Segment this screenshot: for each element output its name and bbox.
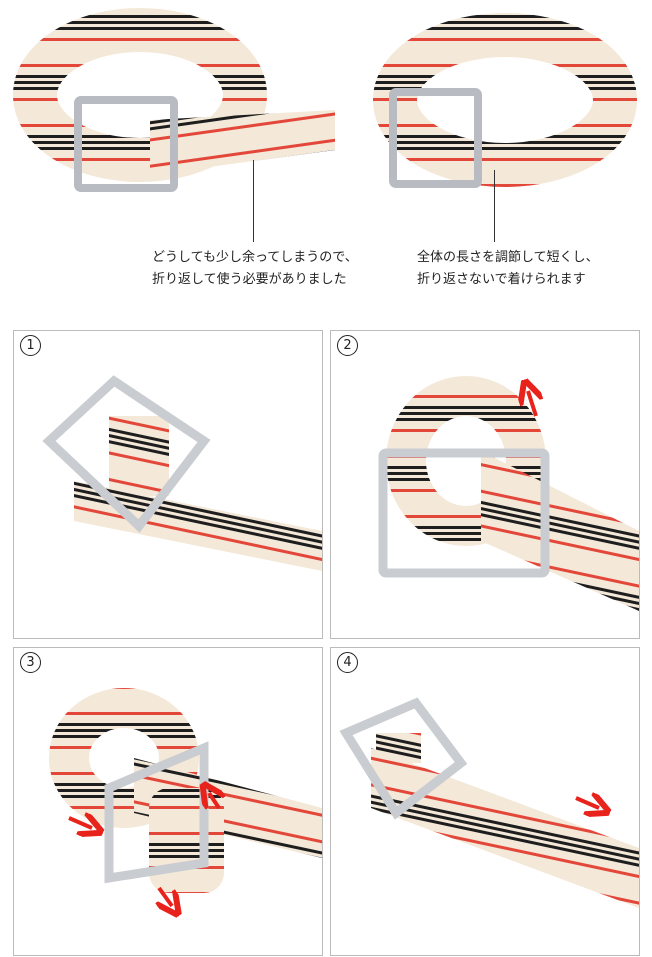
caption-line: 折り返さないで着けられます bbox=[417, 272, 586, 287]
step-number: 4 bbox=[337, 652, 358, 673]
step-panel-4: 4 bbox=[330, 647, 640, 956]
caption-line: 全体の長さを調節して短くし、 bbox=[417, 250, 599, 265]
leader-line-left bbox=[253, 160, 254, 242]
step-number: 1 bbox=[20, 335, 41, 356]
caption-line: どうしても少し余ってしまうので、 bbox=[152, 250, 358, 265]
step-number: 2 bbox=[337, 335, 358, 356]
arrow-icon bbox=[575, 798, 599, 808]
caption-line: 折り返して使う必要がありました bbox=[152, 272, 347, 287]
step-panel-3: 3 bbox=[13, 647, 323, 956]
arrow-icon bbox=[209, 793, 219, 808]
step-3-illustration bbox=[49, 688, 322, 955]
arrow-icon bbox=[159, 886, 172, 906]
step-panel-2: 2 bbox=[330, 330, 640, 639]
step-1-illustration bbox=[42, 375, 322, 571]
strap-photo-folded bbox=[13, 8, 335, 192]
step-number: 3 bbox=[20, 652, 41, 673]
step-4-illustration bbox=[339, 697, 639, 908]
arrow-icon bbox=[68, 818, 92, 828]
strap-photo-adjusted bbox=[373, 13, 637, 188]
step-panel-1: 1 bbox=[13, 330, 323, 639]
leader-line-right bbox=[494, 170, 495, 242]
arrow-icon bbox=[528, 391, 536, 417]
step-2-illustration bbox=[378, 331, 639, 611]
caption-folded: どうしても少し余ってしまうので、 折り返して使う必要がありました bbox=[152, 247, 358, 291]
caption-adjusted: 全体の長さを調節して短くし、 折り返さないで着けられます bbox=[417, 247, 599, 291]
